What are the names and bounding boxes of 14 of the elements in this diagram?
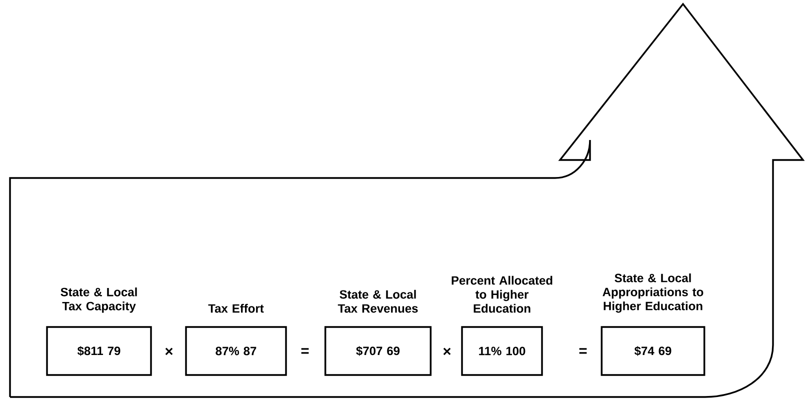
operator-sign: = bbox=[579, 348, 587, 354]
value-box: $811 79 bbox=[46, 326, 152, 376]
value-box: 87% 87 bbox=[185, 326, 287, 376]
box-heading: Tax Effort bbox=[208, 304, 264, 313]
box-heading: State & Local Appropriations to Higher Education bbox=[602, 273, 704, 313]
value-box: 11% 100 bbox=[461, 326, 543, 376]
operator-sign: × bbox=[165, 348, 173, 356]
box-heading: State & Local Tax Revenues bbox=[338, 290, 418, 313]
value-box: $74 69 bbox=[600, 326, 706, 376]
operator-sign: × bbox=[443, 348, 451, 356]
box-heading: State & Local Tax Capacity bbox=[60, 288, 137, 313]
box-heading: Percent Allocated to Higher Education bbox=[452, 276, 552, 313]
value-box: $707 69 bbox=[324, 326, 432, 376]
operator-sign: = bbox=[301, 348, 309, 354]
